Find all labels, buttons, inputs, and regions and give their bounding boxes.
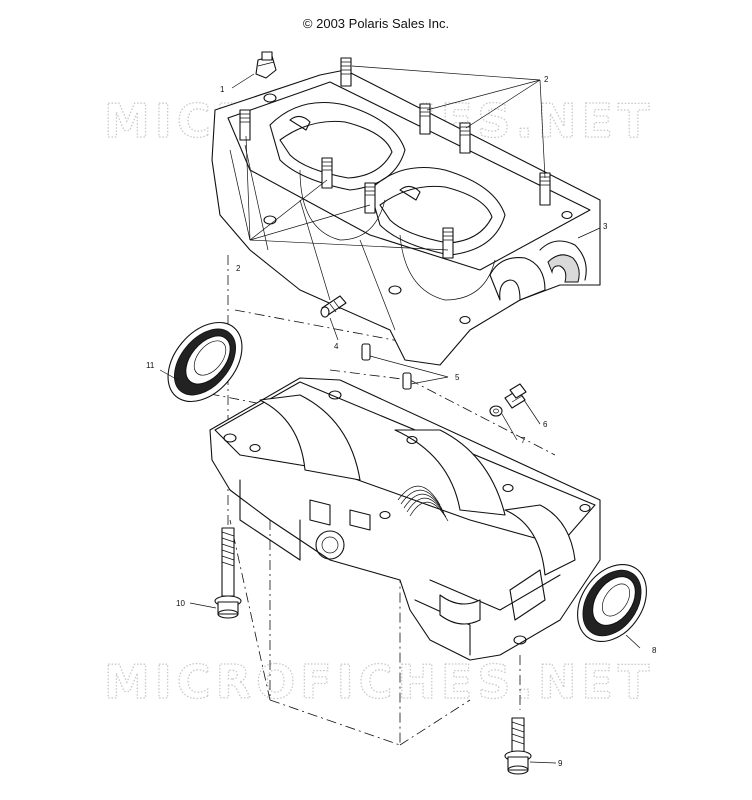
bolt-part-10	[214, 527, 242, 619]
callout-numbers: 1 2 2 3 4 5 6 7 8 9 10 11	[146, 75, 657, 768]
callout-3: 3	[603, 222, 608, 231]
plug-part-6	[504, 383, 527, 409]
upper-crankcase	[211, 57, 601, 366]
callout-6: 6	[543, 420, 548, 429]
seal-part-8	[577, 563, 647, 643]
washer-part-7	[489, 405, 503, 417]
callout-2-bottom: 2	[236, 264, 241, 273]
callout-1: 1	[220, 85, 225, 94]
callout-8: 8	[652, 646, 657, 655]
dowel-pins-part-5	[361, 343, 412, 390]
stud-group	[239, 57, 551, 259]
callout-5: 5	[455, 373, 460, 382]
callout-4: 4	[334, 342, 339, 351]
seal-part-11	[167, 321, 243, 403]
fitting-part-1	[255, 51, 277, 79]
pin-part-4	[320, 295, 347, 318]
bolt-part-9	[504, 717, 532, 775]
copyright-notice: © 2003 Polaris Sales Inc.	[302, 16, 450, 31]
leader-lines	[159, 65, 641, 764]
callout-11: 11	[146, 361, 155, 370]
thread-detail	[397, 485, 449, 522]
watermark-bottom: MICROFICHES.NET	[104, 655, 654, 709]
callout-9: 9	[558, 759, 563, 768]
callout-7: 7	[521, 436, 526, 445]
lower-crankcase	[209, 377, 601, 661]
callout-2-top: 2	[544, 75, 549, 84]
callout-10: 10	[176, 599, 185, 608]
